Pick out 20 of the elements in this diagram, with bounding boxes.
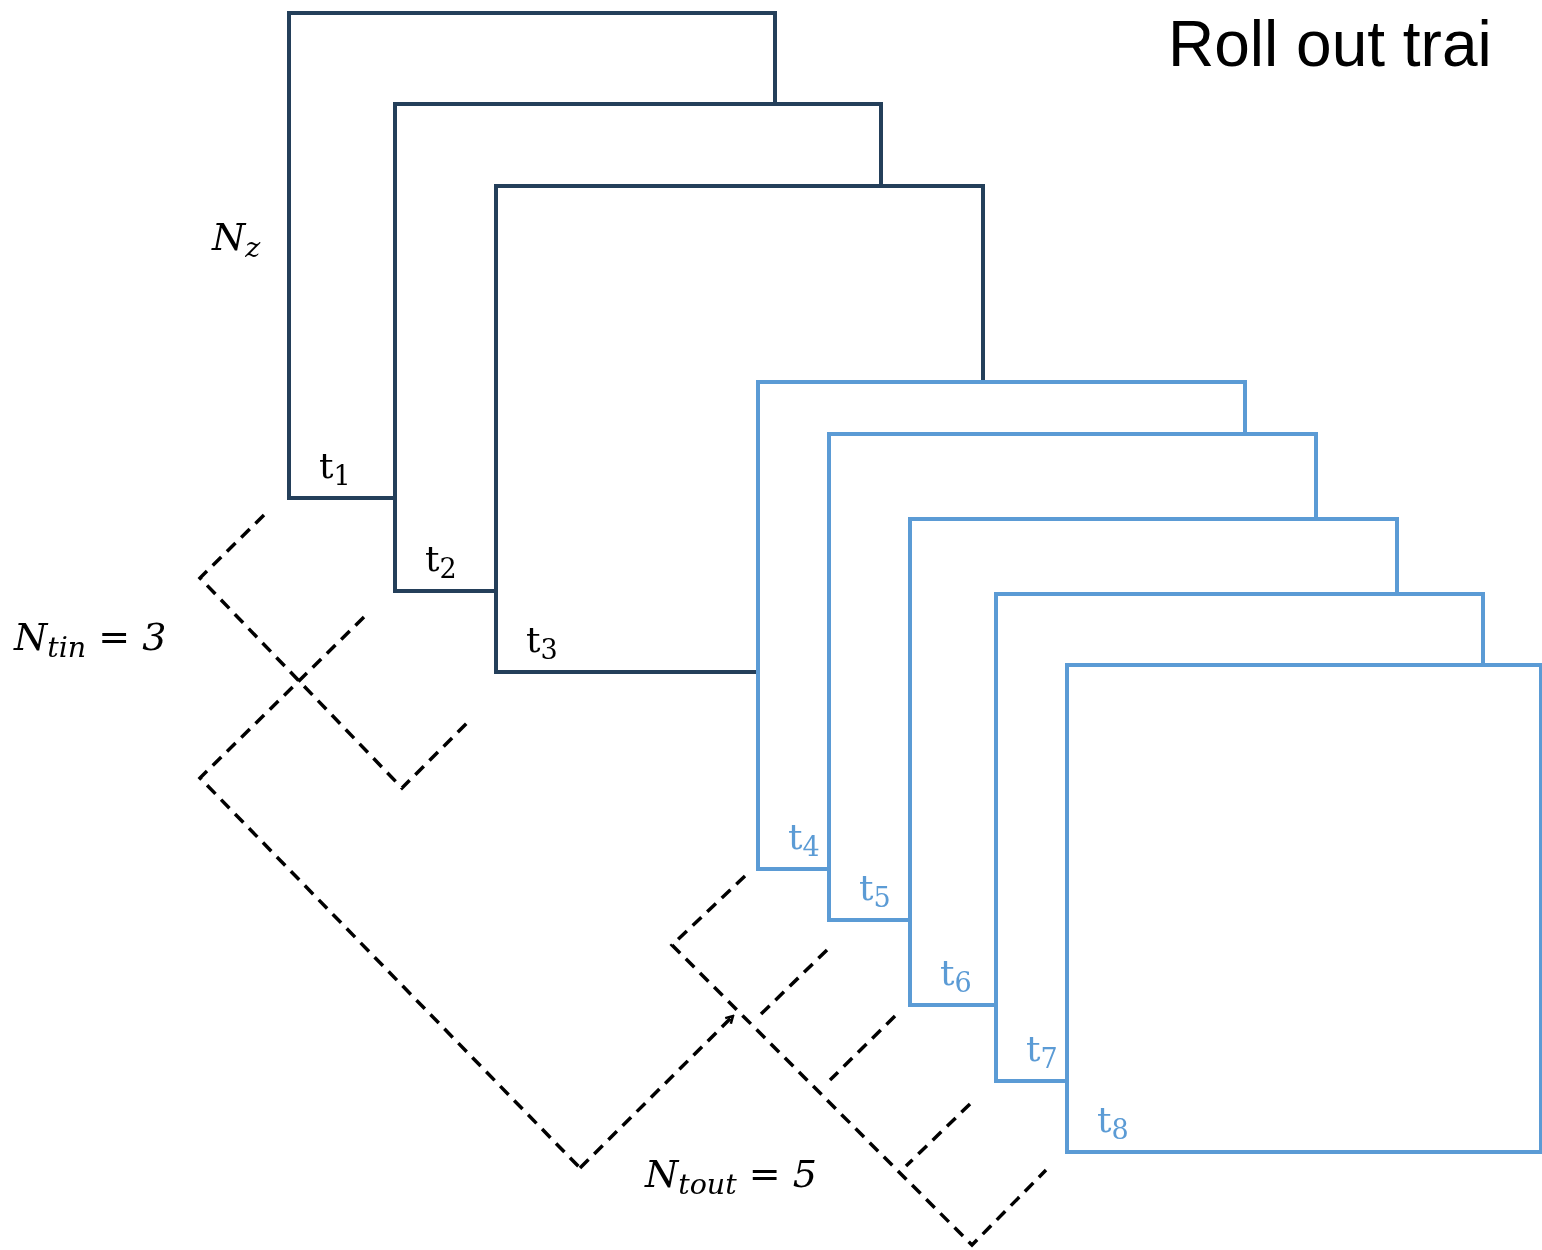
frame-outline — [994, 592, 1485, 1083]
math-label: N$_{tout}$ = 5 — [645, 1155, 817, 1193]
time-label: t$_{3}$ — [526, 622, 558, 658]
frame-outline — [827, 432, 1318, 922]
time-label: t$_{2}$ — [425, 541, 457, 577]
time-label: t$_{7}$ — [1026, 1031, 1058, 1067]
time-label: t$_{1}$ — [319, 448, 351, 484]
time-label: t$_{8}$ — [1097, 1102, 1129, 1138]
frame-outline — [1065, 663, 1542, 1154]
frame-outline — [494, 184, 985, 674]
frame-outline — [756, 380, 1247, 871]
frame-outline — [908, 517, 1399, 1007]
time-label: t$_{5}$ — [859, 870, 891, 906]
frame-outline — [393, 102, 883, 593]
math-label: N$_{tin}$ = 3 — [14, 618, 167, 656]
time-label: t$_{4}$ — [788, 819, 820, 855]
frame-outline — [287, 11, 777, 500]
math-label: N$_{z}$ — [212, 218, 261, 256]
title: Roll out trai — [1168, 12, 1492, 76]
time-label: t$_{6}$ — [940, 955, 972, 991]
